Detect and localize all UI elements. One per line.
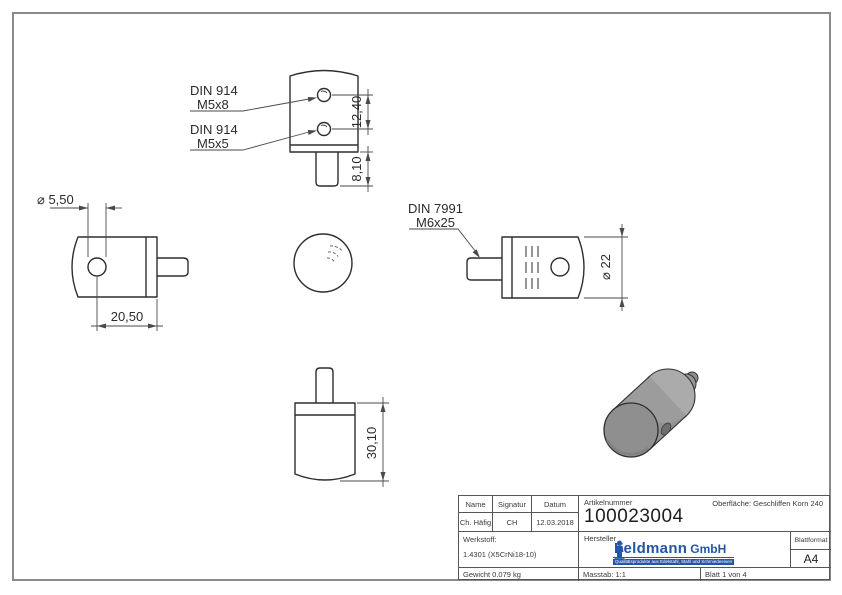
right-view-dimensions <box>409 224 628 311</box>
top-view <box>289 69 359 187</box>
dim-12-40: 12,40 <box>349 96 364 129</box>
bottom-view <box>294 367 356 481</box>
blattformat-value-cell: A4 <box>791 550 831 568</box>
blattformat-label-cell: Blattformat <box>791 532 831 550</box>
din914-m5x5-label-line1: DIN 914 <box>190 122 238 137</box>
top-view-arrowheads <box>307 95 371 186</box>
datum-value-cell: 12.03.2018 <box>532 513 579 532</box>
logo-wordmark: Feldmann GmbH <box>613 540 735 558</box>
surface-finish-marks <box>326 245 344 262</box>
werkstoff-cell: Werkstoff: 1.4301 (X5CrNi18-10) <box>459 532 579 568</box>
artikelnummer-label: Artikelnummer <box>584 498 633 507</box>
hidden-thread-lines <box>525 246 539 289</box>
din914-m5x8-label-line2: M5x8 <box>197 97 229 112</box>
din914-m5x5-label-line2: M5x5 <box>197 136 229 151</box>
iso-side-hole <box>660 422 672 436</box>
feldmann-logo-mark <box>614 540 625 559</box>
title-block: Name Signatur Datum Ch. Häfig CH 12.03.2… <box>458 495 831 581</box>
left-view-arrowheads <box>79 205 157 329</box>
werkstoff-label: Werkstoff: <box>463 535 497 544</box>
signatur-value-cell: CH <box>493 513 532 532</box>
right-view <box>466 236 585 299</box>
name-value-cell: Ch. Häfig <box>459 513 493 532</box>
logo-suffix: GmbH <box>690 542 727 556</box>
dim-5-50: ⌀ 5,50 <box>37 192 74 207</box>
din7991-label-line1: DIN 7991 <box>408 201 463 216</box>
din7991-label-line2: M6x25 <box>416 215 455 230</box>
datum-label-cell: Datum <box>532 496 579 513</box>
werkstoff-value: 1.4301 (X5CrNi18-10) <box>463 550 537 559</box>
name-label-cell: Name <box>459 496 493 513</box>
dim-22: ⌀ 22 <box>598 254 613 280</box>
gewicht-cell: Gewicht 0.079 kg <box>459 568 579 581</box>
hersteller-cell: Hersteller Feldmann GmbH Qualitätsproduk… <box>579 532 791 568</box>
right-view-arrowheads <box>472 228 625 307</box>
artikelnummer-value: 100023004 <box>584 506 684 527</box>
logo-tagline-bar: Qualitätsprodukte aus Edelstahl, Stahl u… <box>613 559 735 565</box>
left-view <box>71 236 189 298</box>
dim-20-50: 20,50 <box>111 309 144 324</box>
din914-m5x8-label-line1: DIN 914 <box>190 83 238 98</box>
artikelnummer-cell: Artikelnummer 100023004 Oberfläche: Gesc… <box>579 496 831 532</box>
isometric-view <box>603 368 699 458</box>
hersteller-label: Hersteller <box>584 534 617 543</box>
feldmann-logo: Feldmann GmbH Qualitätsprodukte aus Edel… <box>613 540 735 565</box>
oberflaeche-text: Oberfläche: Geschliffen Korn 240 <box>712 499 823 508</box>
massstab-cell: Masstab: 1:1 <box>579 568 701 581</box>
signatur-label-cell: Signatur <box>493 496 532 513</box>
logo-name: Feldmann <box>614 540 688 557</box>
dim-8-10: 8,10 <box>349 156 364 181</box>
bottom-view-arrowheads <box>380 403 386 481</box>
sheet-frame <box>12 12 831 581</box>
dim-30-10: 30,10 <box>364 427 379 460</box>
front-view <box>293 233 353 293</box>
blatt-cell: Blatt 1 von 4 <box>705 570 747 579</box>
